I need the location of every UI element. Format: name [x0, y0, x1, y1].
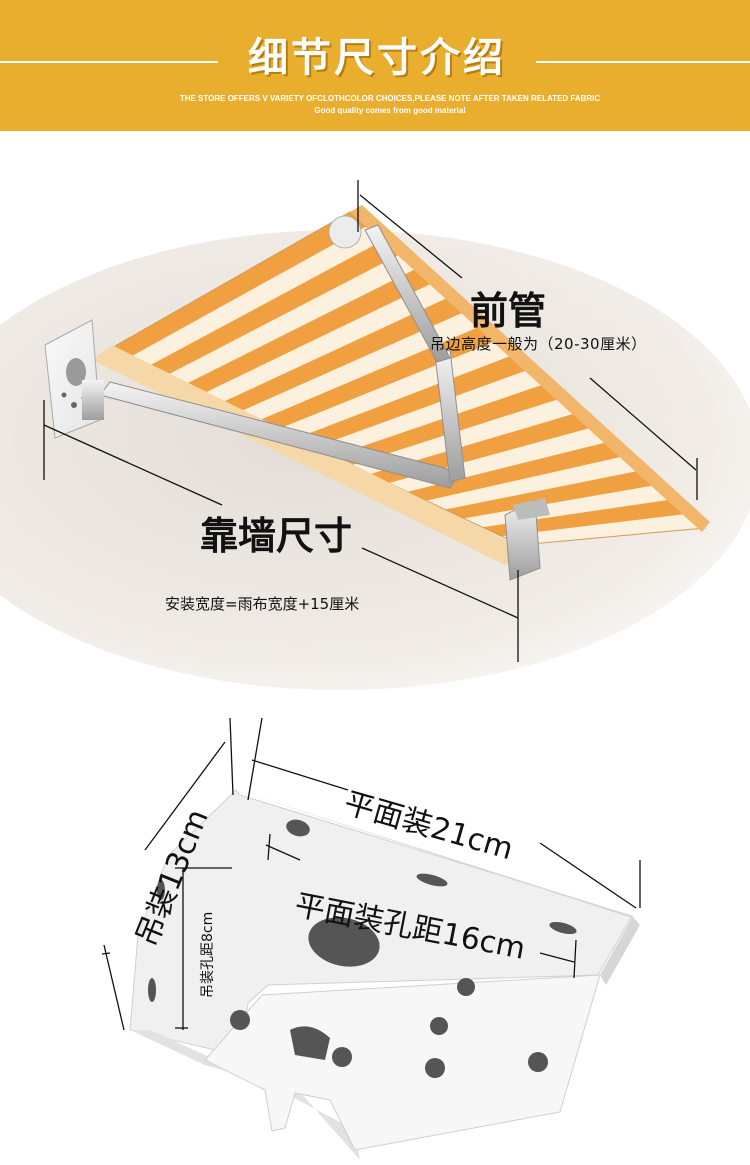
banner-title: 细节尺寸介绍: [248, 35, 506, 81]
banner-subtitle: THE STORE OFFERS V VARIETY OFCLOTHCOLOR …: [179, 94, 601, 103]
banner-divider-right: [536, 61, 750, 63]
canopy-stripe: [407, 441, 625, 501]
header-banner: 细节尺寸介绍 THE STORE OFFERS V VARIETY OFCLOT…: [0, 0, 750, 131]
back-roller: [92, 345, 525, 565]
dimension-lines-awning: [43, 180, 698, 662]
mounting-bracket-plate: [129, 789, 640, 1160]
folding-arm-right: [504, 498, 550, 581]
awning-canopy: [106, 211, 707, 546]
install-width-note: 安装宽度=雨布宽度+15厘米: [165, 595, 360, 613]
canopy-stripe: [445, 470, 657, 519]
product-illustration: 前管 吊边高度一般为（20-30厘米） 靠墙尺寸 安装宽度=雨布宽度+15厘米 …: [0, 180, 750, 1160]
wall-bracket: [44, 319, 104, 439]
canopy-stripe: [295, 355, 528, 448]
canopy-stripe: [220, 298, 463, 413]
banner-divider-left: [0, 61, 218, 63]
folding-arm-left: [99, 224, 466, 489]
wall-size-label: 靠墙尺寸: [200, 513, 353, 558]
banner-tagline: Good quality comes from good material: [314, 106, 466, 115]
canopy-stripe: [182, 269, 431, 395]
flat-mount-label: 平面装21cm: [340, 785, 517, 868]
canopy-stripe: [145, 240, 399, 377]
canopy-stripe: [108, 212, 367, 359]
hang-hole-spacing-label: 吊装孔距8cm: [200, 911, 216, 998]
front-pipe-label: 前管: [470, 288, 547, 333]
front-pipe-note: 吊边高度一般为（20-30厘米）: [430, 335, 647, 353]
dimension-lines-bracket: [101, 717, 641, 1031]
flat-hole-spacing-label: 平面装孔距16cm: [291, 887, 529, 967]
front-pipe: [328, 205, 710, 532]
